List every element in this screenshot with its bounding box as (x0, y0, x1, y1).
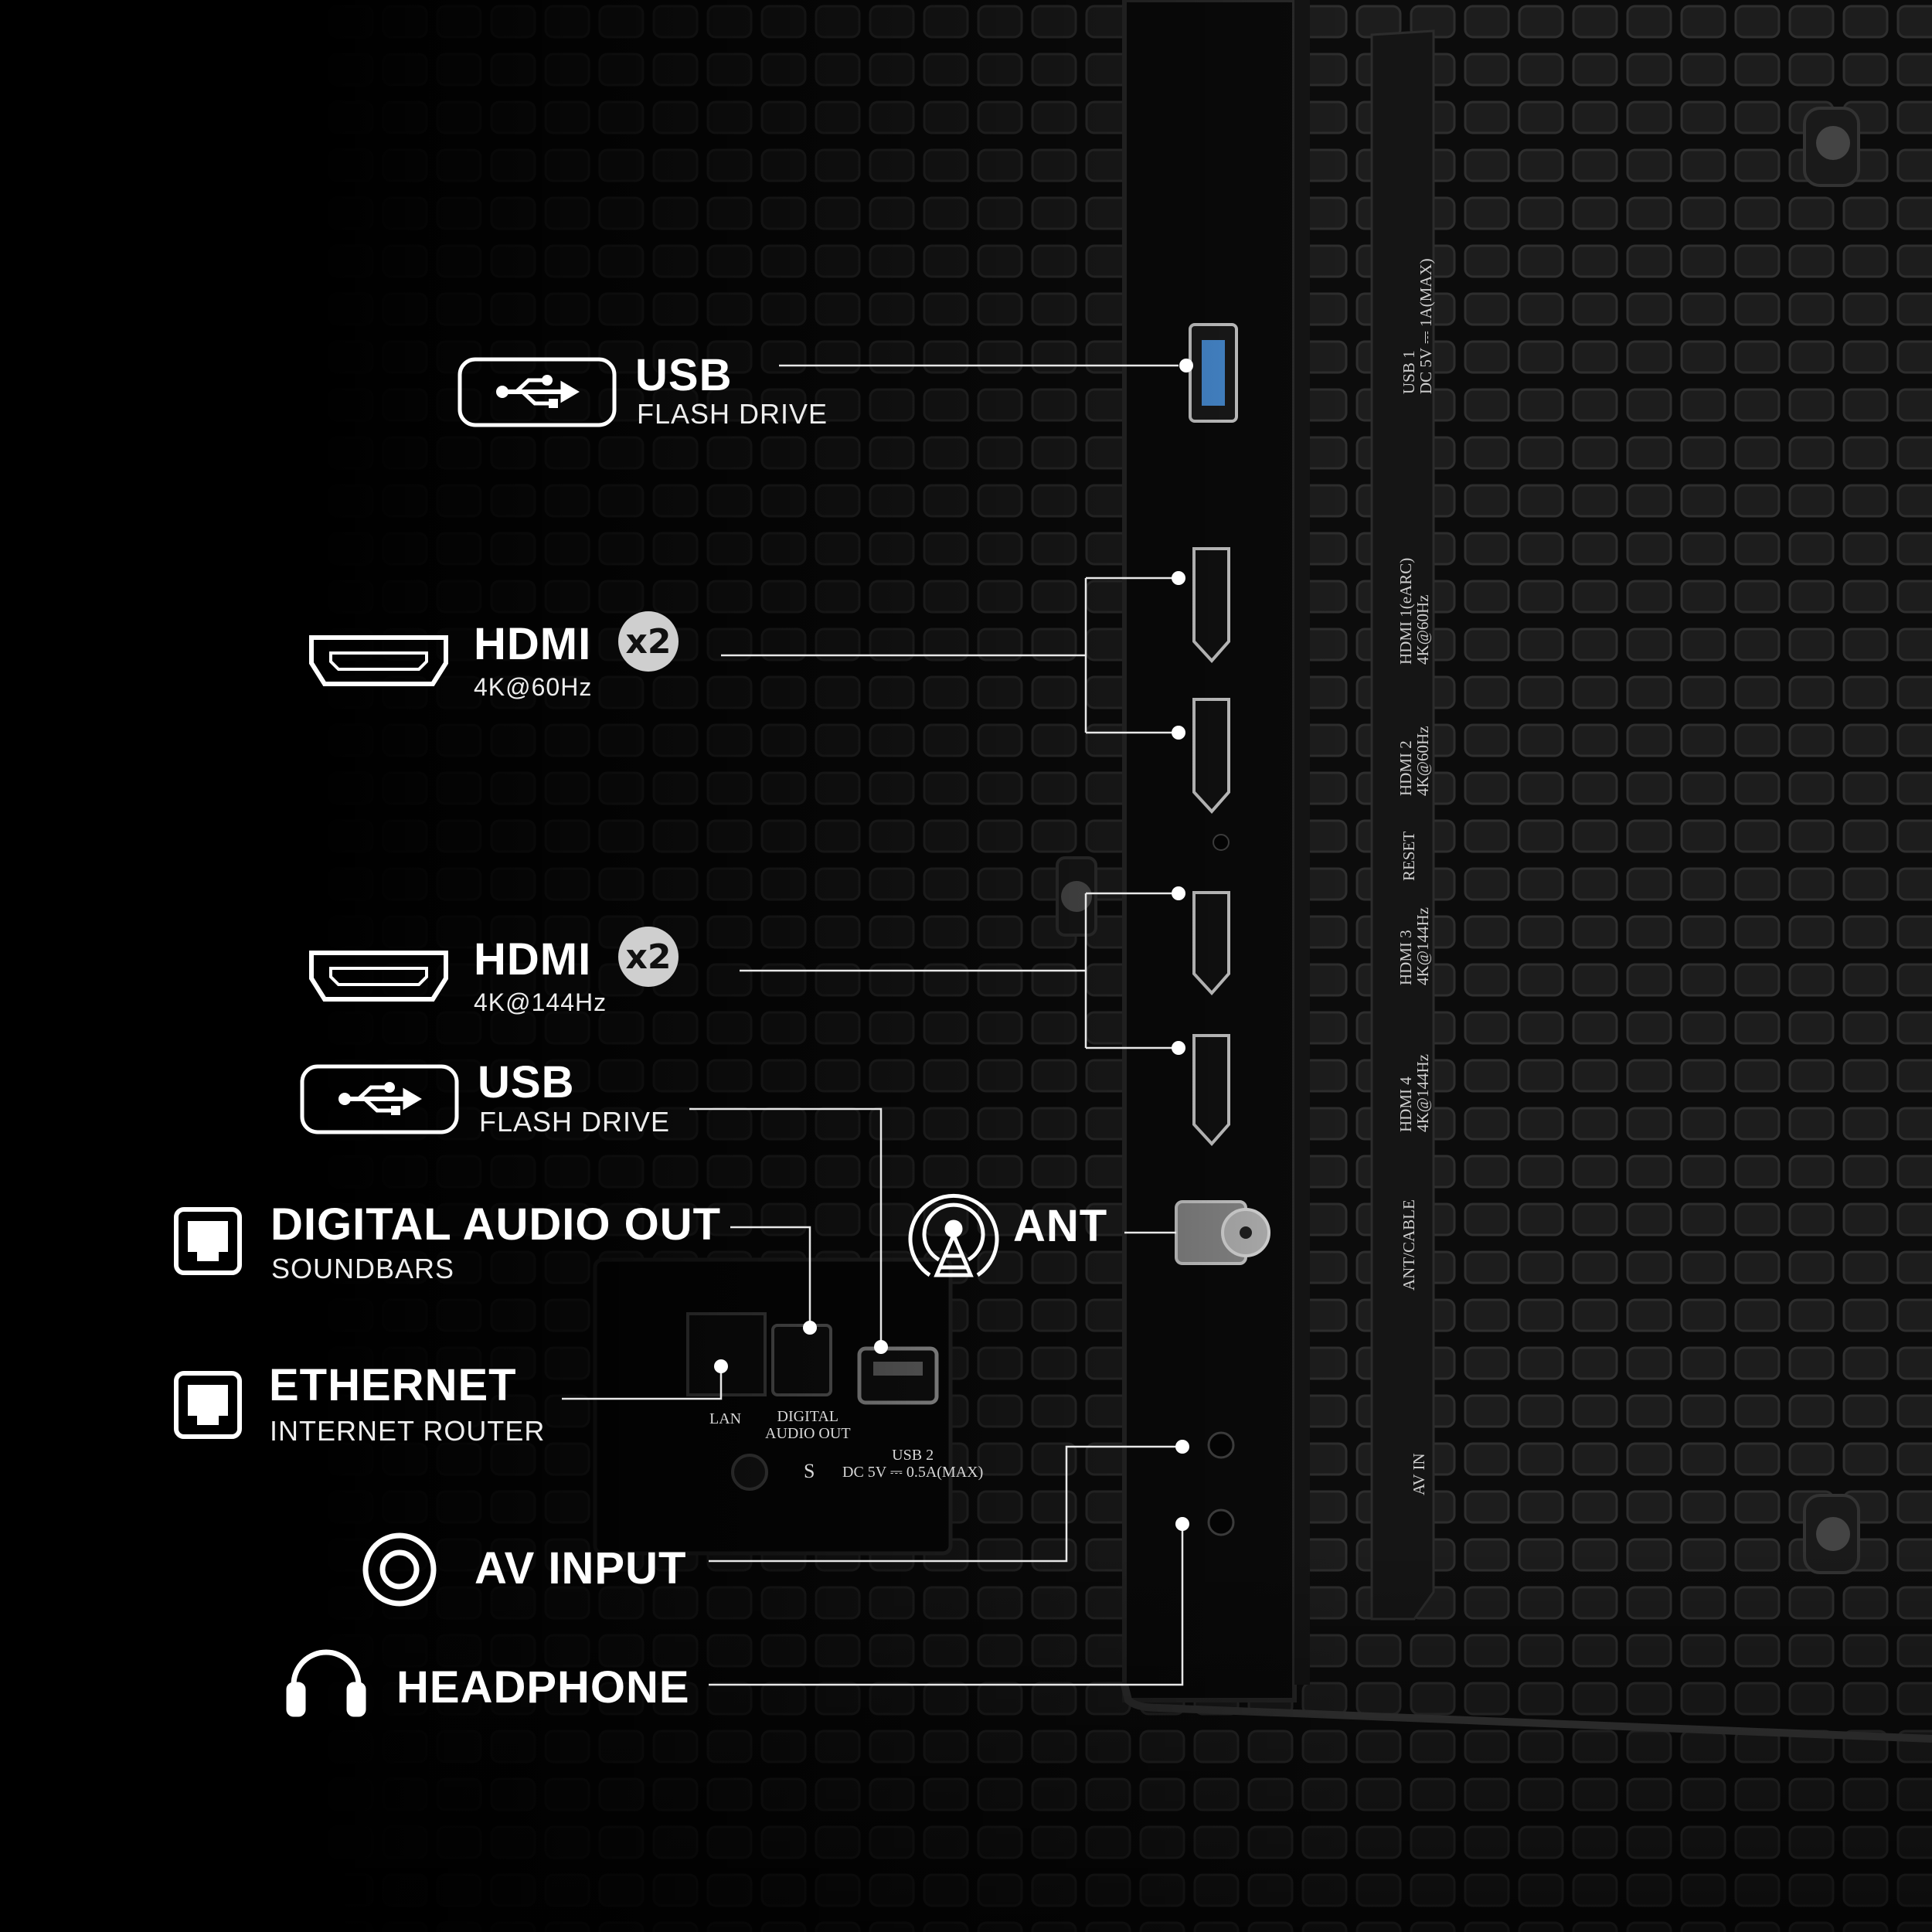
hdmi-144-callout-subtitle: 4K@144Hz (474, 988, 607, 1016)
usb-2-callout-subtitle: FLASH DRIVE (479, 1106, 671, 1138)
digital-audio-callout-subtitle: SOUNDBARS (271, 1253, 455, 1284)
plate-ant-cable-label: ANT/CABLE (1400, 1199, 1418, 1291)
usb-2-callout-title: USB (478, 1057, 575, 1107)
leader-dots (714, 359, 1193, 1531)
ethernet-port-icon (174, 1371, 242, 1439)
hdmi-60-callout-subtitle: 4K@60Hz (474, 673, 593, 701)
usb-callout-title: USB (635, 350, 733, 400)
hdmi-icon (309, 951, 448, 1002)
headphone-callout-title: HEADPHONE (396, 1662, 690, 1713)
usb-icon (457, 357, 617, 427)
av-input-callout-title: AV INPUT (474, 1543, 687, 1594)
hdmi-60-callout-title: HDMI (474, 619, 592, 669)
usb-icon (300, 1064, 459, 1134)
digital-audio-callout-title: DIGITAL AUDIO OUT (270, 1199, 722, 1250)
ethernet-callout-title: ETHERNET (269, 1360, 517, 1410)
leader-lines (562, 364, 1184, 1686)
hdmi-icon (309, 635, 448, 686)
panel-lan-label: LAN (709, 1410, 742, 1427)
plate-av-in-label: AV IN (1410, 1453, 1428, 1495)
ant-callout-title: ANT (1013, 1201, 1108, 1251)
plate-reset-label: RESET (1400, 831, 1418, 881)
hdmi-144-callout-title: HDMI (474, 934, 592, 985)
quantity-badge: x2 (618, 611, 679, 672)
plate-hdmi1-label: HDMI 1(eARC)4K@60Hz (1396, 557, 1433, 665)
av-input-icon (362, 1532, 437, 1607)
ethernet-callout-subtitle: INTERNET ROUTER (270, 1415, 546, 1447)
antenna-icon (908, 1193, 999, 1277)
panel-screw-mark: S (804, 1460, 815, 1482)
usb-callout-subtitle: FLASH DRIVE (637, 398, 828, 430)
headphone-icon (286, 1649, 366, 1717)
quantity-badge: x2 (618, 927, 679, 987)
ethernet-port-icon (174, 1207, 242, 1275)
